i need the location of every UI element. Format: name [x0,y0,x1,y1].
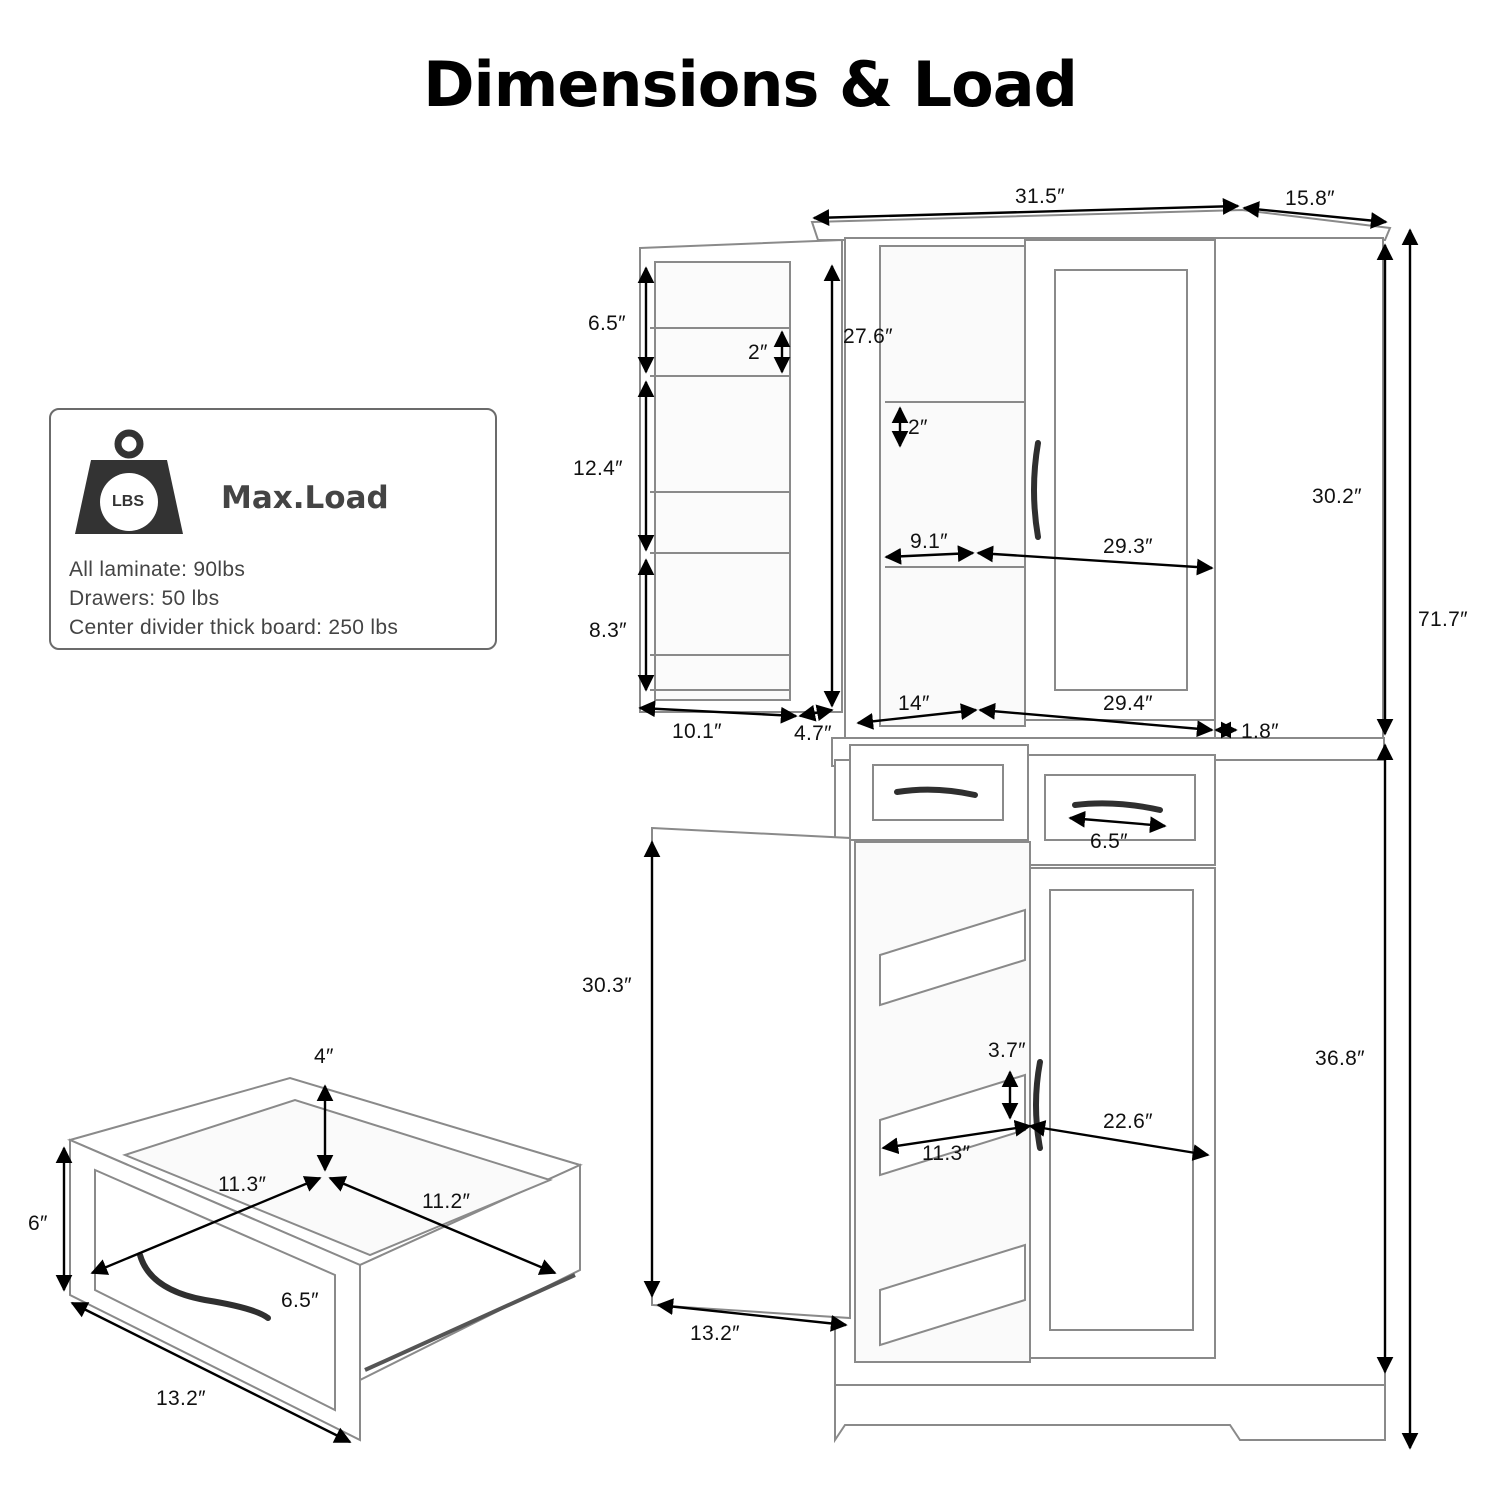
dim-side-panel: 1.8″ [1241,720,1279,743]
load-line-laminate: All laminate: 90lbs [69,558,246,581]
dim-lower-height: 36.8″ [1315,1047,1365,1070]
dim-drawer-width: 13.2″ [156,1387,206,1410]
page-title: Dimensions & Load [423,48,1078,121]
pullout-shelf-bottom [879,1243,1026,1347]
upper-interior [879,245,1026,727]
dim-door-shelf-top: 6.5″ [588,312,626,335]
dim-width-total: 31.5″ [1015,185,1065,208]
max-load-panel: LBS Max.Load All laminate: 90lbs Drawers… [49,408,497,650]
dim-upper-width: 29.4″ [1103,692,1153,715]
dim-pullout-lip: 3.7″ [988,1039,1026,1062]
dim-upper-height: 30.2″ [1312,485,1362,508]
drawer-slide-rail [364,1273,576,1372]
dim-lower-door-height: 30.3″ [582,974,632,997]
dim-door-thickness: 4.7″ [794,722,832,745]
right-drawer-handle [1072,800,1163,813]
weight-icon: LBS [69,426,189,538]
left-drawer-handle [894,786,978,798]
dim-pullout-depth: 11.3″ [922,1142,971,1165]
dim-pullout-width: 22.6″ [1103,1110,1153,1133]
dim-drawer-inner-depth: 11.3″ [218,1173,267,1196]
dim-drawer-handle: 6.5″ [281,1289,319,1312]
dim-door-width: 10.1″ [672,720,722,743]
dim-drawer-depth-inside: 4″ [314,1045,334,1068]
dim-upper-depth: 14″ [898,692,930,715]
dim-shelf-lip: 2″ [908,416,928,439]
weight-icon-label: LBS [112,493,144,510]
load-line-divider: Center divider thick board: 250 lbs [69,616,399,639]
lower-left-open-door [651,826,851,1320]
dim-drawer-height: 6″ [28,1212,48,1235]
load-line-drawers: Drawers: 50 lbs [69,587,220,610]
dim-height-total: 71.7″ [1418,608,1468,631]
dim-lower-door-width: 13.2″ [690,1322,740,1345]
dim-depth-total: 15.8″ [1285,187,1335,210]
dim-drawer-inner-width: 11.2″ [422,1190,471,1213]
dim-shelf-width: 29.3″ [1103,535,1153,558]
dim-shelf-depth: 9.1″ [910,530,948,553]
upper-door-handle [1031,440,1041,540]
dim-door-rail-gap: 2″ [748,341,768,364]
dim-upper-door-height: 27.6″ [843,325,893,348]
dim-door-shelf-bottom: 8.3″ [589,619,627,642]
pullout-shelf-top [879,908,1026,1007]
dim-door-shelf-mid: 12.4″ [573,457,623,480]
cabinet-base [834,1384,1386,1444]
upper-cabinet-side [1214,237,1384,739]
max-load-heading: Max.Load [221,480,389,516]
dim-handle-width: 6.5″ [1090,830,1128,853]
